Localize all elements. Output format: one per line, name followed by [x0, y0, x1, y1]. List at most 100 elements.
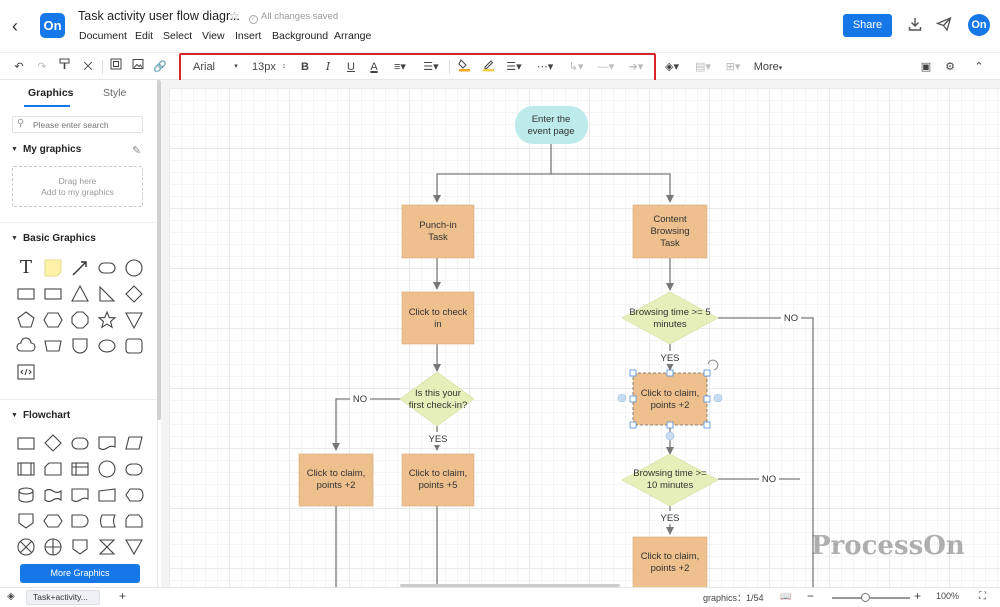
user-avatar[interactable]: On [968, 14, 990, 36]
search-replace-icon[interactable]: ▣ [920, 61, 932, 73]
graphics-search[interactable]: ⚲ [12, 116, 143, 133]
flowchart-tape-shape[interactable] [43, 485, 63, 505]
align-objects-icon[interactable]: ▤▾ [695, 61, 711, 73]
undo-icon[interactable]: ↶ [14, 61, 24, 73]
basic-invtri-shape[interactable] [124, 310, 144, 330]
line-style-icon[interactable]: ⋯▾ [536, 61, 554, 73]
basic-pentagon-shape[interactable] [16, 310, 36, 330]
basic-roundrect-shape[interactable] [97, 258, 117, 278]
flowchart-subprocess-shape[interactable] [16, 459, 36, 479]
flowchart-offpage-shape[interactable] [16, 511, 36, 531]
tab-graphics[interactable]: Graphics [28, 87, 74, 99]
basic-triangle-shape[interactable] [70, 284, 90, 304]
layers-icon[interactable]: ◈ [7, 591, 15, 602]
flowchart-drum-shape[interactable] [16, 485, 36, 505]
flowchart-process-shape[interactable] [16, 433, 36, 453]
basic-rect-shape[interactable] [43, 284, 63, 304]
align-icon[interactable]: ☰▾ [423, 61, 439, 73]
connector-no-browse5[interactable] [718, 317, 814, 587]
basic-circle-shape[interactable] [124, 258, 144, 278]
basic-rect-shape[interactable] [16, 284, 36, 304]
line-width-icon[interactable]: ☰▾ [506, 61, 522, 73]
zoom-out-icon[interactable]: − [807, 589, 815, 603]
flowchart-diamond-shape[interactable] [43, 433, 63, 453]
menu-edit[interactable]: Edit [135, 30, 154, 42]
flowchart-offpage-shape[interactable] [70, 537, 90, 557]
chevron-down-icon[interactable]: ▾ [234, 63, 238, 70]
edge-label-no[interactable]: NO [762, 474, 776, 485]
menu-select[interactable]: Select [163, 30, 193, 42]
flowchart-stored-shape[interactable] [97, 511, 117, 531]
menu-arrange[interactable]: Arrange [334, 30, 372, 42]
redo-icon[interactable]: ↷ [37, 61, 47, 73]
settings-sliders-icon[interactable]: ⚙ [945, 61, 955, 73]
flowchart-document-shape[interactable] [97, 433, 117, 453]
flowchart-preparation-shape[interactable] [43, 511, 63, 531]
basic-text-shape[interactable]: T [19, 257, 32, 278]
font-family-select[interactable]: Arial [193, 61, 216, 73]
line-spacing-icon[interactable]: ≡▾ [394, 61, 406, 73]
edge-label-yes[interactable]: YES [428, 434, 447, 445]
basic-cloud-shape[interactable] [16, 336, 36, 356]
edit-icon[interactable]: ✎ [132, 145, 142, 157]
flowchart-hourglass-shape[interactable] [97, 537, 117, 557]
basic-star-shape[interactable] [97, 310, 117, 330]
flowchart-terminator-shape[interactable] [124, 459, 144, 479]
fill-color-icon[interactable] [456, 58, 472, 76]
connector-start-punch[interactable] [433, 144, 552, 203]
flowchart-circle-shape[interactable] [97, 459, 117, 479]
flowchart-delay-shape[interactable] [70, 511, 90, 531]
font-color-button[interactable]: A [370, 61, 378, 73]
basic-hexagon-shape[interactable] [43, 310, 63, 330]
document-title[interactable]: Task activity user flow diagr... [78, 9, 240, 23]
edge-label-yes[interactable]: YES [660, 353, 679, 364]
claim-points-5-node[interactable]: Click to claim,points +5 [401, 453, 475, 507]
container-icon[interactable] [108, 58, 124, 76]
menu-background[interactable]: Background [272, 30, 329, 42]
selection-handles[interactable] [629, 369, 711, 429]
end-arrow-icon[interactable]: ➜▾ [628, 61, 644, 73]
basic-octagon-shape[interactable] [70, 310, 90, 330]
basic-trapezoid-shape[interactable] [43, 336, 63, 356]
basic-ellipse-shape[interactable] [97, 336, 117, 356]
more-button[interactable]: More▾ [752, 58, 784, 76]
flowchart-summing-shape[interactable] [16, 537, 36, 557]
download-icon[interactable] [906, 16, 924, 34]
star-icon[interactable]: ☆ [229, 9, 240, 23]
basic-line-shape[interactable] [70, 258, 90, 278]
fullscreen-icon[interactable]: ⛶ [979, 591, 986, 602]
underline-button[interactable]: U [347, 61, 355, 73]
stepper-icon[interactable]: ↕ [282, 63, 286, 70]
basic-graphics-header[interactable]: ▼Basic Graphics [11, 233, 96, 244]
claim-points-2-selected-node[interactable]: Click to claim,points +2 [632, 372, 708, 426]
basic-code-shape[interactable] [16, 362, 36, 382]
my-graphics-header[interactable]: ▼My graphics [11, 144, 81, 155]
flowchart-manual-shape[interactable] [97, 485, 117, 505]
send-icon[interactable] [935, 16, 953, 34]
clear-format-icon[interactable]: ⨉ [83, 61, 93, 73]
tab-style[interactable]: Style [103, 87, 127, 99]
bold-button[interactable]: B [301, 61, 309, 73]
back-arrow-icon[interactable]: ‹ [12, 16, 18, 36]
flowchart-card-shape[interactable] [43, 459, 63, 479]
image-icon[interactable] [130, 58, 146, 76]
font-size-select[interactable]: 13px [252, 61, 276, 73]
basic-rrect2-shape[interactable] [124, 336, 144, 356]
start-arrow-icon[interactable]: —▾ [597, 61, 615, 73]
flowchart-display-shape[interactable] [124, 485, 144, 505]
flowchart-orcirc-shape[interactable] [43, 537, 63, 557]
edge-label-no[interactable]: NO [353, 394, 367, 405]
zoom-in-icon[interactable]: + [914, 589, 922, 603]
format-painter-icon[interactable] [57, 58, 73, 76]
menu-document[interactable]: Document [79, 30, 127, 42]
claim-points-2-bottom-node[interactable]: Click to claim,points +2 [632, 536, 708, 587]
flowchart-internal-shape[interactable] [70, 459, 90, 479]
edge-label-yes[interactable]: YES [660, 513, 679, 524]
